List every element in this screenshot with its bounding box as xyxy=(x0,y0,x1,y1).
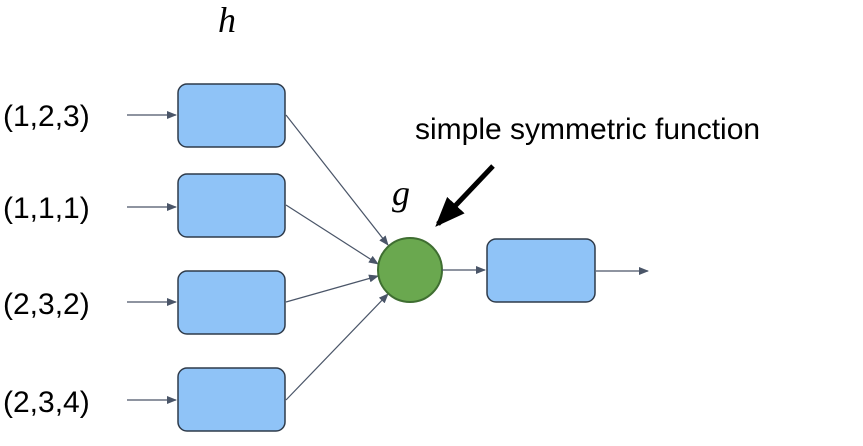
h-label: h xyxy=(218,0,236,40)
annotation-text: simple symmetric function xyxy=(415,113,760,146)
g-label: g xyxy=(392,173,410,213)
input-label-1: (1,2,3) xyxy=(3,100,90,133)
h-to-g-edge-4 xyxy=(285,293,389,401)
input-label-2: (1,1,1) xyxy=(3,192,90,225)
h-to-g-edge-3 xyxy=(285,274,379,303)
h-box-4 xyxy=(177,367,286,432)
h-to-g-edge-2 xyxy=(285,204,379,265)
h-to-g-edge-1 xyxy=(285,114,389,246)
h-box-2 xyxy=(177,173,286,238)
input-label-3: (2,3,2) xyxy=(3,288,90,321)
input-label-4: (2,3,4) xyxy=(3,386,90,419)
h-box-1 xyxy=(177,83,286,148)
h-box-3 xyxy=(177,270,286,335)
output-box xyxy=(486,238,596,303)
annotation-arrow xyxy=(435,164,495,227)
g-node xyxy=(377,237,443,303)
